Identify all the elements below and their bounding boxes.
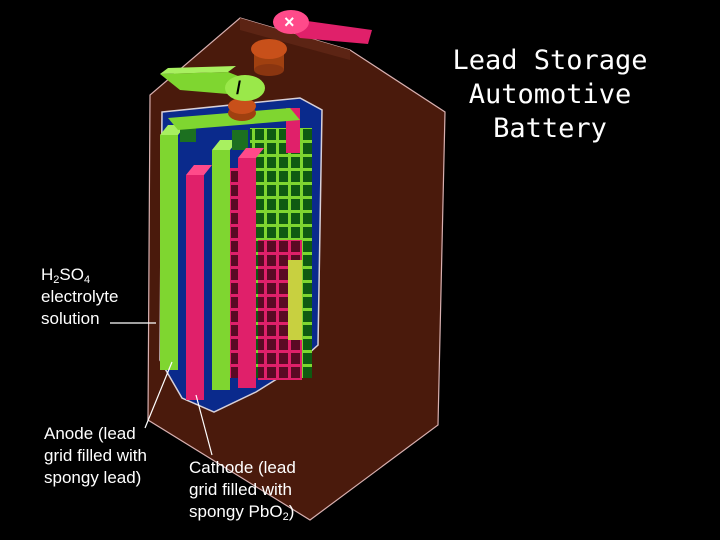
negative-terminal: ×: [273, 10, 372, 44]
electrolyte-formula: H2SO4: [41, 265, 91, 286]
electrolyte-label: H2SO4 electrolyte solution: [41, 264, 118, 330]
positive-symbol: /: [236, 78, 241, 98]
title-line-2: Automotive: [468, 79, 632, 110]
positive-cap: [228, 98, 256, 121]
title-line-3: Battery: [493, 113, 607, 144]
positive-terminal: /: [160, 66, 265, 101]
anode-plate: [160, 135, 178, 370]
anode-label-line-2: grid filled with: [44, 446, 147, 465]
cathode-plate: [238, 158, 256, 388]
cathode-label-line-2: grid filled with: [189, 480, 292, 499]
title-line-1: Lead Storage: [452, 45, 648, 76]
anode-label-line-1: Anode (lead: [44, 424, 136, 443]
cathode-plates: [186, 108, 300, 400]
electrolyte-label-line-3: solution: [41, 309, 100, 328]
cathode-label-line-3: spongy PbO2): [189, 502, 295, 523]
cathode-label: Cathode (lead grid filled with spongy Pb…: [189, 457, 296, 523]
anode-label-line-3: spongy lead): [44, 468, 142, 487]
anode-plate: [212, 150, 230, 390]
cathode-plate: [186, 175, 204, 400]
anode-plate: [232, 130, 248, 150]
negative-cap: [251, 39, 287, 76]
plate-lower: [288, 260, 302, 340]
cathode-label-line-1: Cathode (lead: [189, 458, 296, 477]
negative-symbol: ×: [284, 12, 295, 32]
anode-leader-line: [144, 361, 173, 429]
page-title: Lead Storage Automotive Battery: [430, 44, 670, 146]
cathode-leader-line: [195, 394, 213, 456]
electrolyte-label-line-2: electrolyte: [41, 287, 119, 306]
anode-label: Anode (lead grid filled with spongy lead…: [44, 423, 147, 489]
